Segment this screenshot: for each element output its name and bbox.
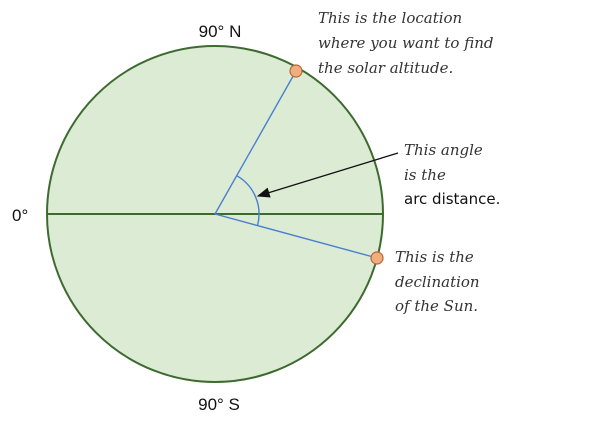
angle-pointer-arrow xyxy=(256,152,399,198)
south-pole-label: 90° S xyxy=(198,395,240,414)
angle-note-line-3: arc distance. xyxy=(404,190,500,208)
location-point-icon xyxy=(289,64,303,78)
angle-note-line-2: is the xyxy=(404,166,446,184)
equator-label: 0° xyxy=(12,206,28,225)
angle-note-line-1: This angle xyxy=(404,141,483,159)
sun-point-icon xyxy=(370,251,384,265)
declination-note-line-2: declination xyxy=(395,273,480,291)
location-ray xyxy=(214,70,297,215)
declination-ray xyxy=(214,213,378,259)
declination-note-line-3: of the Sun. xyxy=(395,297,478,315)
arc-distance-angle xyxy=(236,175,260,226)
location-note-line-3: the solar altitude. xyxy=(318,59,453,77)
location-note-line-1: This is the location xyxy=(318,9,462,27)
location-note-line-2: where you want to find xyxy=(318,34,493,52)
declination-note-line-1: This is the xyxy=(395,248,474,266)
north-pole-label: 90° N xyxy=(199,22,242,41)
